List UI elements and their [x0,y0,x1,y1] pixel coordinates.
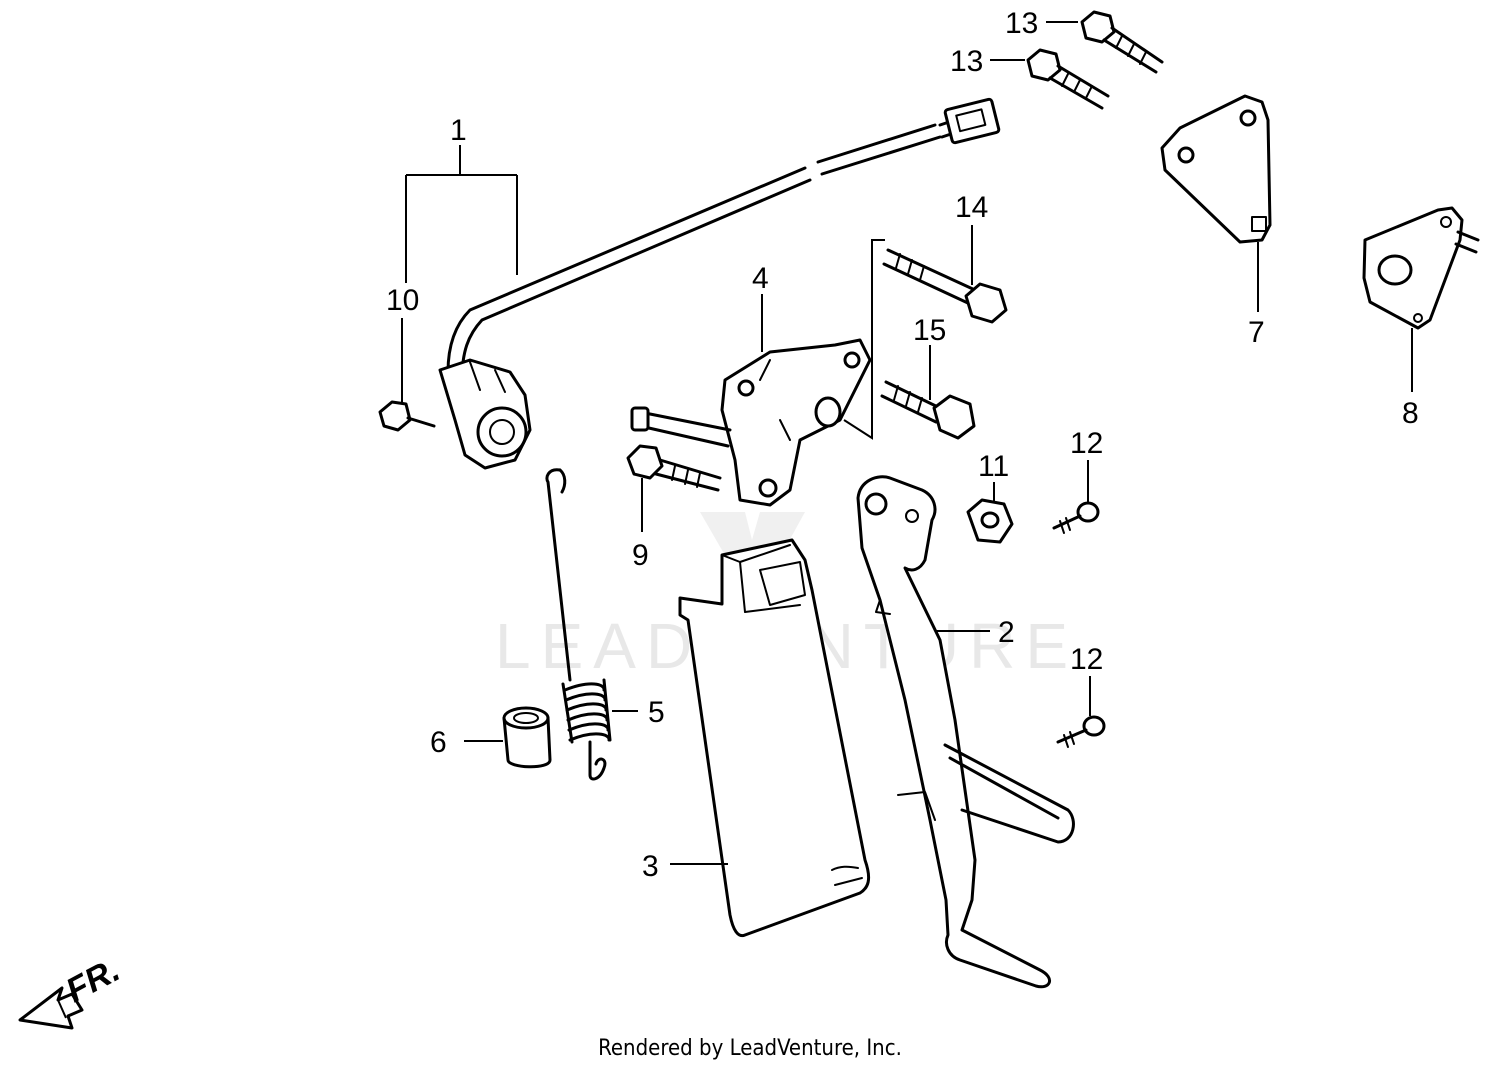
plate-part-8[interactable] [1362,206,1480,330]
bolt-part-14[interactable] [882,248,1008,324]
callout-13-lower[interactable]: 13 [950,45,983,78]
callout-8[interactable]: 8 [1402,397,1419,430]
bracket-14-15 [843,239,885,440]
bolt-part-15[interactable] [880,380,976,440]
screw-part-12-upper[interactable] [1052,501,1100,534]
callout-3[interactable]: 3 [642,850,659,883]
callout-4[interactable]: 4 [752,262,769,295]
callout-12-lower[interactable]: 12 [1070,643,1103,676]
bolt-part-13-upper[interactable] [1080,10,1164,74]
callout-7[interactable]: 7 [1248,316,1265,349]
pivot-pin[interactable] [630,406,732,448]
side-stand-part-2[interactable] [856,475,1075,989]
cover-part-3[interactable] [678,538,871,938]
footer-credit: Rendered by LeadVenture, Inc. [598,1036,902,1061]
side-stand-switch-part-1[interactable] [438,97,1001,470]
bolt-part-13-lower[interactable] [1026,48,1110,110]
screw-part-12-lower[interactable] [1056,715,1106,748]
nut-part-11[interactable] [966,498,1014,544]
callout-14[interactable]: 14 [955,191,988,224]
callout-2[interactable]: 2 [998,616,1015,649]
callout-1[interactable]: 1 [450,114,467,147]
bracket-part-4[interactable] [720,338,872,507]
callout-5[interactable]: 5 [648,696,665,729]
callout-9[interactable]: 9 [632,539,649,572]
bolt-part-9[interactable] [626,444,722,492]
front-direction-arrow-icon [18,986,84,1030]
collar-part-6[interactable] [502,706,552,769]
spring-part-5[interactable] [545,468,612,781]
callout-15[interactable]: 15 [913,314,946,347]
callout-10[interactable]: 10 [386,284,419,317]
callout-12-upper[interactable]: 12 [1070,427,1103,460]
plate-part-7[interactable] [1160,94,1272,244]
callout-13-upper[interactable]: 13 [1005,7,1038,40]
callout-6[interactable]: 6 [430,726,447,759]
bolt-part-10[interactable] [378,400,436,432]
callout-11[interactable]: 11 [978,450,1009,483]
